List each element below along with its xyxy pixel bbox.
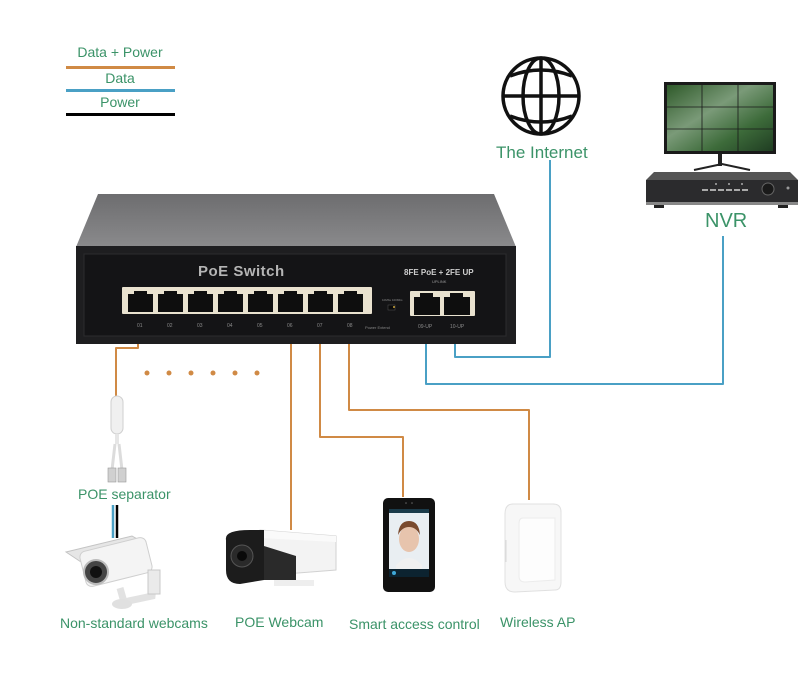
port-label: 01 <box>137 323 143 329</box>
face-terminal-icon <box>383 498 435 592</box>
legend-line-power <box>66 113 175 116</box>
nvr-monitor-icon <box>646 82 798 208</box>
port-label: 03 <box>197 323 203 329</box>
poe-separator-icon <box>107 395 127 483</box>
port-label: 05 <box>257 323 263 329</box>
legend-line-data-power <box>66 66 175 69</box>
poe-switch: PoE Switch 8FE PoE + 2FE UP UPLINK 10Mbs… <box>76 192 516 344</box>
legend-label-data-power: Data + Power <box>77 44 163 60</box>
ellipsis-dot <box>188 370 194 376</box>
legend-label-power: Power <box>100 94 140 110</box>
non-standard-webcam-node <box>62 530 174 614</box>
poe-webcam-node <box>220 526 340 590</box>
port-label: 02 <box>167 323 173 329</box>
ellipsis-dot <box>210 370 216 376</box>
port-label: 04 <box>227 323 233 329</box>
globe-icon <box>501 56 581 136</box>
internet-node <box>499 54 583 138</box>
uplink-port-label: 10-UP <box>450 324 465 330</box>
ellipsis-dot <box>254 370 260 376</box>
legend-label-data: Data <box>105 70 135 86</box>
wireless-ap-node <box>501 500 563 594</box>
nvr-label: NVR <box>705 210 748 232</box>
switch-body-icon <box>76 194 516 344</box>
smart-access-control-label: Smart access control <box>349 616 480 632</box>
uplink-port-label: 09-UP <box>418 324 433 330</box>
poe-separator-label: POE separator <box>78 486 171 502</box>
legend-line-data <box>66 89 175 92</box>
poe-webcam-label: POE Webcam <box>235 614 324 630</box>
bullet-camera-icon <box>225 529 337 586</box>
wireless-ap-label: Wireless AP <box>500 614 576 630</box>
port-label: 08 <box>347 323 353 329</box>
nvr-node <box>642 80 800 210</box>
bullet-camera-icon <box>64 535 161 609</box>
non-standard-webcams-label: Non-standard webcams <box>60 615 208 631</box>
wire-port7-access <box>319 322 404 497</box>
wire-port8-ap <box>348 322 530 500</box>
ellipsis-dot <box>166 370 172 376</box>
switch-uplink-label: UPLINK <box>432 279 447 284</box>
more-ports-ellipsis <box>144 370 260 376</box>
port-label: 07 <box>317 323 323 329</box>
switch-indicator-label: Power Extend <box>365 325 390 330</box>
ellipsis-dot <box>232 370 238 376</box>
ellipsis-dot <box>144 370 150 376</box>
poe-separator-node <box>104 394 130 486</box>
switch-mode-label: 10Mbs 100Mbs <box>382 298 403 302</box>
switch-model: 8FE PoE + 2FE UP <box>404 268 474 277</box>
smart-access-control-node <box>382 497 436 593</box>
internet-label: The Internet <box>496 143 588 162</box>
access-point-icon <box>504 503 562 593</box>
port-label: 06 <box>287 323 293 329</box>
switch-title: PoE Switch <box>198 263 285 280</box>
